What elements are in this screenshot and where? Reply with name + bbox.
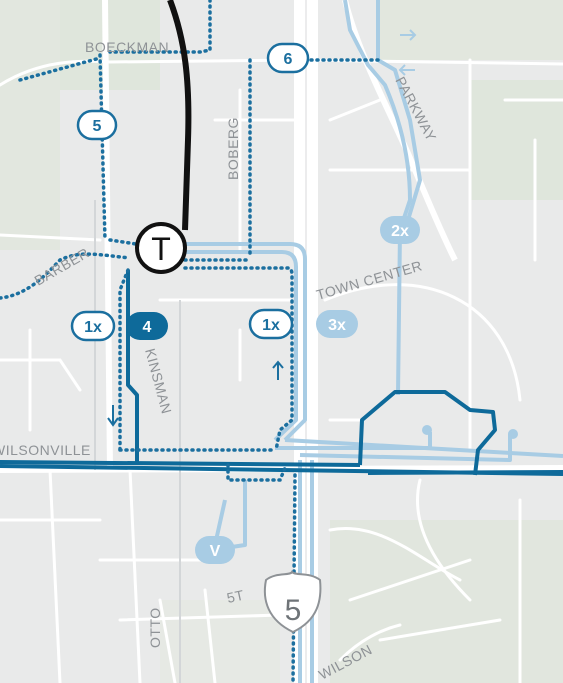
route-badge-5-label: 5 xyxy=(93,118,102,135)
route-badge-3x-label: 3x xyxy=(328,317,346,334)
route-dark-blue-main-line xyxy=(0,464,563,476)
street-label-boeckman: BOECKMAN xyxy=(85,39,169,55)
route-badge-2x[interactable]: 2x xyxy=(380,216,420,244)
street-label-wilsonville: WILSONVILLE xyxy=(0,442,91,458)
route-badge-1x-left[interactable]: 1x xyxy=(70,310,116,342)
route-badge-5[interactable]: 5 xyxy=(76,109,118,141)
transit-center-marker[interactable]: T xyxy=(135,222,187,274)
route-badge-1x-right[interactable]: 1x xyxy=(248,308,294,340)
rail-line xyxy=(167,0,192,231)
route-badge-1x-left-label: 1x xyxy=(84,319,102,336)
street-label-otto: OTTO xyxy=(147,607,163,648)
route-badge-v[interactable]: V xyxy=(195,536,235,564)
direction-arrows xyxy=(398,29,417,76)
route-badge-6-label: 6 xyxy=(284,51,293,68)
route-badge-3x[interactable]: 3x xyxy=(316,310,358,338)
street-label-barber: BARBER xyxy=(32,244,92,288)
route-badge-4[interactable]: 4 xyxy=(126,312,168,340)
street-label-boberg: BOBERG xyxy=(225,117,241,180)
street-label-kinsman: KINSMAN xyxy=(142,347,175,416)
street-label-town-center: TOWN CENTER xyxy=(314,257,424,303)
minor-streets xyxy=(0,58,563,683)
street-label-5th: 5T xyxy=(225,587,245,606)
street-direction-arrows xyxy=(107,360,284,427)
route-badge-4-label: 4 xyxy=(143,319,152,336)
transit-center-label: T xyxy=(151,231,171,267)
interstate-shield-icon: 5 xyxy=(263,570,322,634)
route-badge-1x-right-label: 1x xyxy=(262,317,280,334)
route-2x-terminus xyxy=(422,425,432,435)
route-badge-2x-label: 2x xyxy=(391,223,409,240)
route-badge-6[interactable]: 6 xyxy=(266,42,310,74)
interstate-shield-label: 5 xyxy=(285,594,302,627)
route-3x-terminus xyxy=(508,429,518,439)
route-light-blue xyxy=(160,0,563,683)
route-dotted xyxy=(0,0,380,683)
route-badge-v-label: V xyxy=(210,543,221,560)
